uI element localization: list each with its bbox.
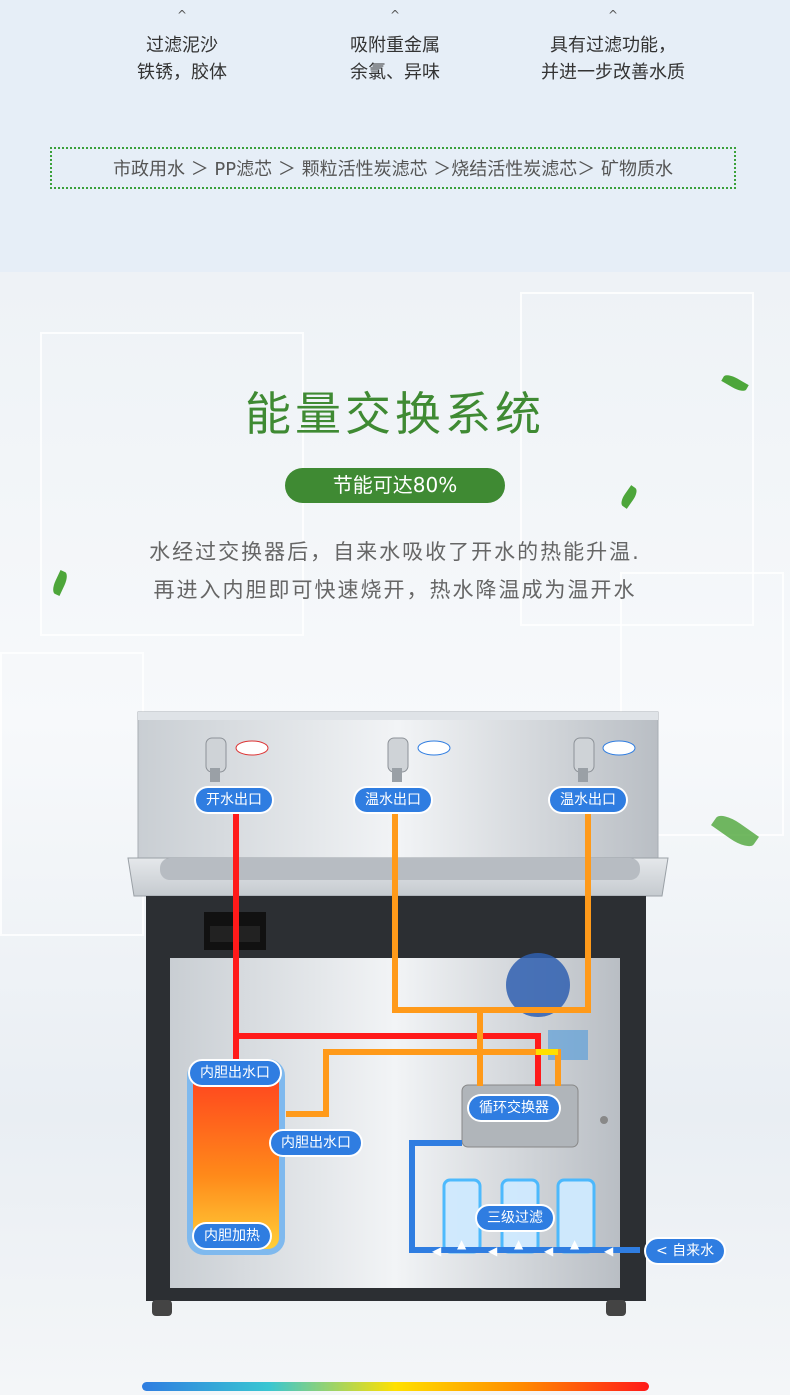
color-gradient-bar bbox=[142, 1382, 649, 1391]
feature-3: ^ 具有过滤功能， 并进一步改善水质 bbox=[513, 8, 713, 86]
arrow-left-icon: ◀ bbox=[604, 1244, 614, 1258]
chevron-up-icon: ^ bbox=[389, 8, 401, 22]
label-tank-heating: 内胆加热 bbox=[194, 1224, 270, 1248]
label-tap-water: < 自来水 bbox=[646, 1239, 725, 1263]
arrow-up-icon: ▲ bbox=[457, 1237, 467, 1251]
feature-3-line1: 具有过滤功能， bbox=[550, 35, 676, 56]
top-section: ^ 过滤泥沙 铁锈，胶体 ^ 吸附重金属 余氯、异味 ^ 具有过滤功能， 并进一… bbox=[0, 0, 790, 272]
filter-flow: 市政用水 ＞ PP滤芯 ＞ 颗粒活性炭滤芯 ＞烧结活性炭滤芯＞ 矿物质水 bbox=[50, 147, 736, 189]
label-filters: 三级过滤 bbox=[477, 1206, 553, 1230]
arrow-left-icon: ◀ bbox=[432, 1244, 442, 1258]
faucet-icon bbox=[573, 737, 595, 782]
label-boiling-outlet: 开水出口 bbox=[196, 788, 272, 812]
feature-2-line1: 吸附重金属 bbox=[350, 35, 440, 56]
section-title: 能量交换系统 bbox=[245, 387, 545, 441]
chevron-up-icon: ^ bbox=[607, 8, 619, 22]
chevron-up-icon: ^ bbox=[176, 8, 188, 22]
arrow-left-icon: ◀ bbox=[488, 1244, 498, 1258]
arrow-up-icon: ▲ bbox=[570, 1237, 580, 1251]
description-line-1: 水经过交换器后，自来水吸收了开水的热能升温. bbox=[149, 540, 641, 564]
label-tank-outlet-side: 内胆出水口 bbox=[271, 1131, 361, 1155]
label-warm-outlet-1: 温水出口 bbox=[355, 788, 431, 812]
feature-3-line2: 并进一步改善水质 bbox=[541, 62, 685, 83]
arrow-left-icon: ◀ bbox=[544, 1244, 554, 1258]
faucet-icon bbox=[205, 737, 227, 782]
feature-1-line1: 过滤泥沙 bbox=[146, 35, 218, 56]
label-warm-outlet-2: 温水出口 bbox=[550, 788, 626, 812]
description-line-2: 再进入内胆即可快速烧开，热水降温成为温开水 bbox=[153, 578, 637, 602]
feature-2-line2: 余氯、异味 bbox=[350, 62, 440, 83]
feature-1-line2: 铁锈，胶体 bbox=[137, 62, 227, 83]
feature-2: ^ 吸附重金属 余氯、异味 bbox=[295, 8, 495, 86]
label-tank-outlet-top: 内胆出水口 bbox=[190, 1061, 280, 1085]
energy-saving-badge: 节能可达80% bbox=[285, 468, 505, 503]
label-exchanger: 循环交换器 bbox=[469, 1096, 559, 1120]
feature-1: ^ 过滤泥沙 铁锈，胶体 bbox=[82, 8, 282, 86]
faucet-icon bbox=[387, 737, 409, 782]
arrow-up-icon: ▲ bbox=[514, 1237, 524, 1251]
